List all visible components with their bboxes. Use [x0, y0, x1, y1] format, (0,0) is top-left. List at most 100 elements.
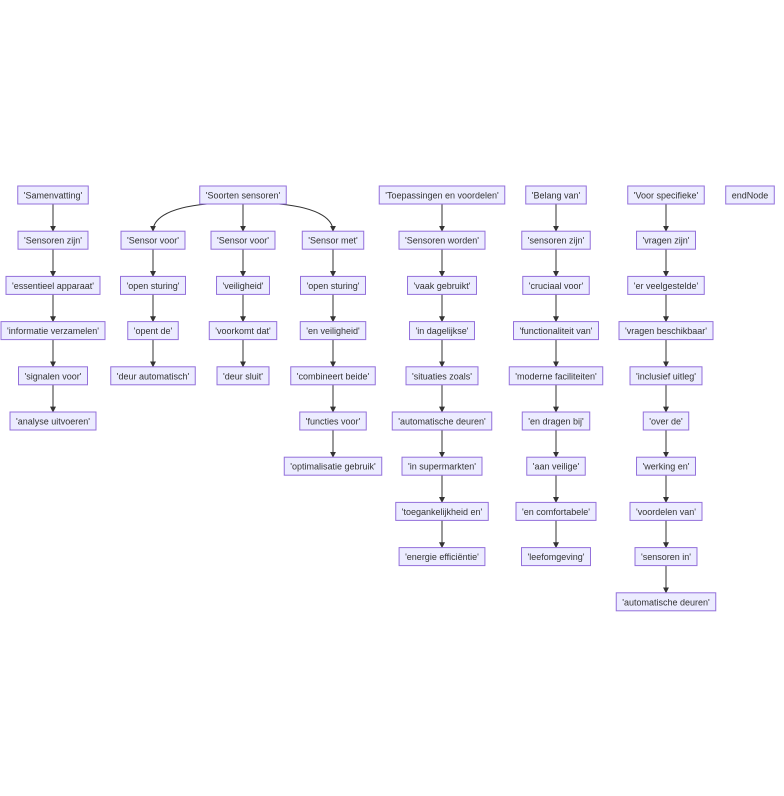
node-label: 'sensoren in'	[641, 552, 691, 562]
node-vragen-beschikbaar: 'vragen beschikbaar'	[618, 321, 714, 341]
node-label: 'Sensor voor'	[217, 236, 269, 246]
node-label: 'combineert beide'	[297, 371, 370, 381]
node-functionaliteit-van: 'functionaliteit van'	[513, 321, 599, 341]
node-box	[627, 185, 705, 205]
node-label: 'opent de'	[134, 326, 173, 336]
node-box	[208, 321, 278, 341]
node-label: 'Sensor voor'	[127, 236, 179, 246]
node-box	[283, 456, 383, 476]
node-cruciaal-voor: 'cruciaal voor'	[522, 275, 590, 295]
node-en-dragen-bij: 'en dragen bij'	[521, 411, 591, 431]
node-box	[398, 547, 486, 567]
node-label: 'vragen beschikbaar'	[625, 326, 707, 336]
node-informatie-verzamelen: 'informatie verzamelen'	[0, 321, 106, 341]
edge-arrow	[278, 203, 336, 232]
node-box	[120, 275, 186, 295]
node-label: 'in dagelijkse'	[416, 326, 469, 336]
node-label: 'en comfortabele'	[522, 507, 590, 517]
node-label: 'voordelen van'	[636, 507, 696, 517]
node-signalen-voor: 'signalen voor'	[18, 366, 88, 386]
node-box	[18, 366, 88, 386]
node-label: 'inclusief uitleg'	[636, 371, 696, 381]
node-vragen-zijn: 'vragen zijn'	[636, 230, 696, 250]
node-label: 'deur sluit'	[223, 371, 263, 381]
node-aan-veilige: 'aan veilige'	[526, 456, 586, 476]
node-voor-specifieke: 'Voor specifieke'	[627, 185, 705, 205]
node-vaak-gebruikt: 'vaak gebruikt'	[407, 275, 477, 295]
node-box	[521, 547, 591, 567]
node-energie-effici-ntie: 'energie efficiëntie'	[398, 547, 486, 567]
node-label: 'sensoren zijn'	[528, 236, 585, 246]
node-box	[634, 547, 698, 567]
node-box	[618, 321, 714, 341]
node-box	[300, 275, 366, 295]
node-opent-de: 'opent de'	[127, 321, 179, 341]
node-label: 'functionaliteit van'	[520, 326, 593, 336]
node-box	[515, 501, 597, 521]
node-en-comfortabele: 'en comfortabele'	[515, 501, 597, 521]
node-box	[299, 321, 367, 341]
node-box	[508, 366, 604, 386]
node-label: 'en veiligheid'	[306, 326, 360, 336]
node-label: 'aan veilige'	[533, 462, 580, 472]
node-box	[17, 185, 89, 205]
node-box	[401, 456, 483, 476]
node-open-sturing: 'open sturing'	[300, 275, 366, 295]
node-label: 'signalen voor'	[25, 371, 82, 381]
node-label: 'Belang van'	[532, 191, 581, 201]
node-automatische-deuren: 'automatische deuren'	[391, 411, 493, 431]
node-box	[210, 230, 276, 250]
node-samenvatting: 'Samenvatting'	[17, 185, 89, 205]
node-box	[216, 366, 270, 386]
node-over-de: 'over de'	[642, 411, 690, 431]
node-en-veiligheid: 'en veiligheid'	[299, 321, 367, 341]
node-box	[521, 411, 591, 431]
node-functies-voor: 'functies voor'	[299, 411, 367, 431]
node-open-sturing: 'open sturing'	[120, 275, 186, 295]
node-label: 'Sensoren worden'	[405, 236, 479, 246]
node-label: 'Voor specifieke'	[634, 191, 699, 201]
node-label: 'Samenvatting'	[24, 191, 83, 201]
node-belang-van: 'Belang van'	[525, 185, 587, 205]
node-label: 'essentieel apparaat'	[12, 281, 94, 291]
node-label: 'vaak gebruikt'	[414, 281, 471, 291]
node-optimalisatie-gebruik: 'optimalisatie gebruik'	[283, 456, 383, 476]
node-label: 'Toepassingen en voordelen'	[385, 191, 499, 201]
node-box	[521, 230, 591, 250]
node-endnode: endNode	[725, 185, 775, 205]
node-veiligheid: 'veiligheid'	[216, 275, 270, 295]
node-box	[627, 275, 705, 295]
node-sensor-voor: 'Sensor voor'	[210, 230, 276, 250]
node-sensor-voor: 'Sensor voor'	[120, 230, 186, 250]
node-label: 'situaties zoals'	[412, 371, 472, 381]
node-voordelen-van: 'voordelen van'	[629, 501, 703, 521]
node-box	[522, 275, 590, 295]
node-box	[629, 366, 703, 386]
node-box	[405, 366, 479, 386]
node-label: 'vragen zijn'	[643, 236, 690, 246]
node-box	[301, 230, 365, 250]
node-label: 'veiligheid'	[223, 281, 264, 291]
node-box	[725, 185, 775, 205]
node-label: 'moderne faciliteiten'	[515, 371, 597, 381]
node-layer: 'Samenvatting' 'Sensoren zijn' 'essentieel…	[0, 185, 775, 612]
node-sensoren-in: 'sensoren in'	[634, 547, 698, 567]
node-label: 'analyse uitvoeren'	[16, 417, 90, 427]
node-label: 'en dragen bij'	[528, 417, 584, 427]
node-label: 'Sensor met'	[308, 236, 358, 246]
node-label: endNode	[732, 191, 769, 201]
node-box	[615, 592, 717, 612]
node-box	[407, 275, 477, 295]
node-sensoren-zijn: 'Sensoren zijn'	[17, 230, 89, 250]
node-box	[395, 501, 489, 521]
node-box	[391, 411, 493, 431]
node-label: 'leefomgeving'	[528, 552, 585, 562]
node-label: 'voorkomt dat'	[215, 326, 271, 336]
node-in-dagelijkse: 'in dagelijkse'	[409, 321, 475, 341]
node-box	[5, 275, 101, 295]
node-moderne-faciliteiten: 'moderne faciliteiten'	[508, 366, 604, 386]
node-label: 'automatische deuren'	[398, 417, 486, 427]
node-box	[636, 456, 696, 476]
node-voorkomt-dat: 'voorkomt dat'	[208, 321, 278, 341]
node-label: 'open sturing'	[127, 281, 180, 291]
